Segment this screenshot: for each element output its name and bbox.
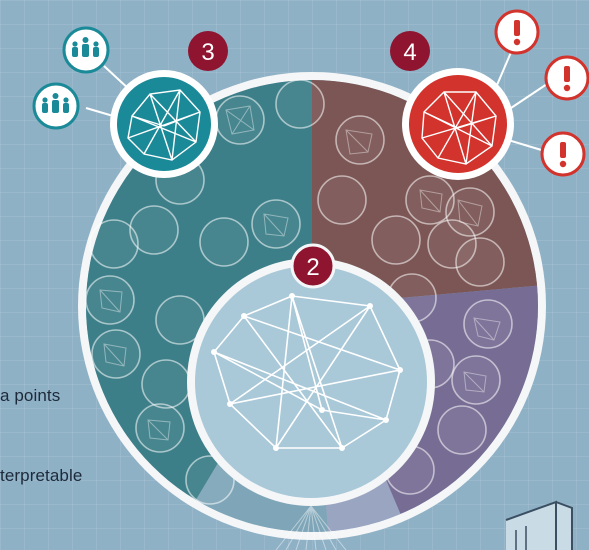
mini-cluster-icon [275, 79, 325, 129]
mini-cluster-icon [427, 219, 477, 269]
mini-cluster-icon [371, 215, 421, 265]
badge-4-label: 4 [403, 39, 416, 66]
mini-cluster-icon [141, 359, 191, 409]
exclamation-icon [540, 131, 586, 177]
caption-data-points: a points [0, 386, 61, 405]
mini-cluster-icon [251, 199, 301, 249]
teal-side-icon-bottom [32, 82, 80, 130]
badge-4: 4 [390, 31, 430, 71]
teal-side-icon-top [62, 26, 110, 74]
inner-network-graph [213, 295, 401, 449]
mini-cluster-icon [463, 299, 513, 349]
mini-cluster-icon [199, 217, 249, 267]
exclamation-icon [494, 9, 540, 55]
ring-mini-network-lines [99, 105, 501, 441]
mini-cluster-icon [451, 355, 501, 405]
mini-cluster-icon [89, 219, 139, 269]
red-cluster [402, 49, 551, 180]
mini-cluster-icon [455, 237, 505, 287]
badge-2: 2 [290, 243, 336, 289]
mini-cluster-icon [129, 205, 179, 255]
mini-cluster-icon [91, 329, 141, 379]
mini-cluster-icon [445, 187, 495, 237]
mini-cluster-icon [317, 175, 367, 225]
badge-2-label: 2 [306, 254, 319, 281]
badge-3-label: 3 [201, 39, 214, 66]
mini-cluster-icon [85, 275, 135, 325]
document-icon [505, 500, 573, 550]
mini-cluster-icon [335, 115, 385, 165]
inner-network-nodes [211, 293, 403, 451]
mini-cluster-icon [405, 175, 455, 225]
mini-cluster-icon [135, 403, 185, 453]
mini-cluster-icon [437, 405, 487, 455]
inner-cluster-disc [187, 258, 435, 506]
fan-lines [275, 505, 347, 550]
teal-cluster [85, 65, 218, 178]
exclamation-icon [544, 55, 589, 101]
badge-3: 3 [188, 31, 228, 71]
caption-interpretable: terpretable [0, 466, 83, 485]
